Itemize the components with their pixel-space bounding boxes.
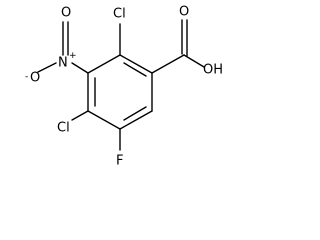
charge-plus-nitrogen: + — [69, 51, 77, 61]
atom-nitrogen-nitro: N — [58, 56, 68, 71]
atom-oxygen-nitro-left: O — [30, 71, 40, 86]
atom-oxygen-nitro-top: O — [61, 6, 71, 21]
bond-c5-cl — [71, 110, 89, 121]
benzene-ring — [87, 54, 153, 130]
molecule-structure-diagram: Cl O OH O N + O - Cl F — [25, 5, 223, 169]
atom-oxygen-carbonyl: O — [179, 5, 189, 20]
ring-bond-c1-c2 — [119, 54, 153, 74]
charge-minus-oxygen: - — [25, 72, 28, 82]
atom-hydroxyl: OH — [203, 63, 223, 78]
atom-chlorine-left: Cl — [57, 121, 70, 136]
bond-nitro-o-left — [37, 62, 57, 73]
ring-bond-c4-c5 — [87, 110, 121, 130]
bond-carboxyl-oh — [183, 54, 205, 68]
bond-c6-nitro — [71, 62, 89, 74]
atom-fluorine: F — [116, 154, 123, 169]
atom-chlorine-top: Cl — [113, 7, 126, 22]
ring-double-bond-inner-1 — [123, 62, 147, 77]
bond-c2-carboxyl — [151, 54, 185, 74]
ring-bond-c6-c1 — [87, 54, 121, 74]
ring-bond-c3-c4 — [119, 110, 153, 130]
ring-double-bond-inner-2 — [123, 106, 147, 121]
